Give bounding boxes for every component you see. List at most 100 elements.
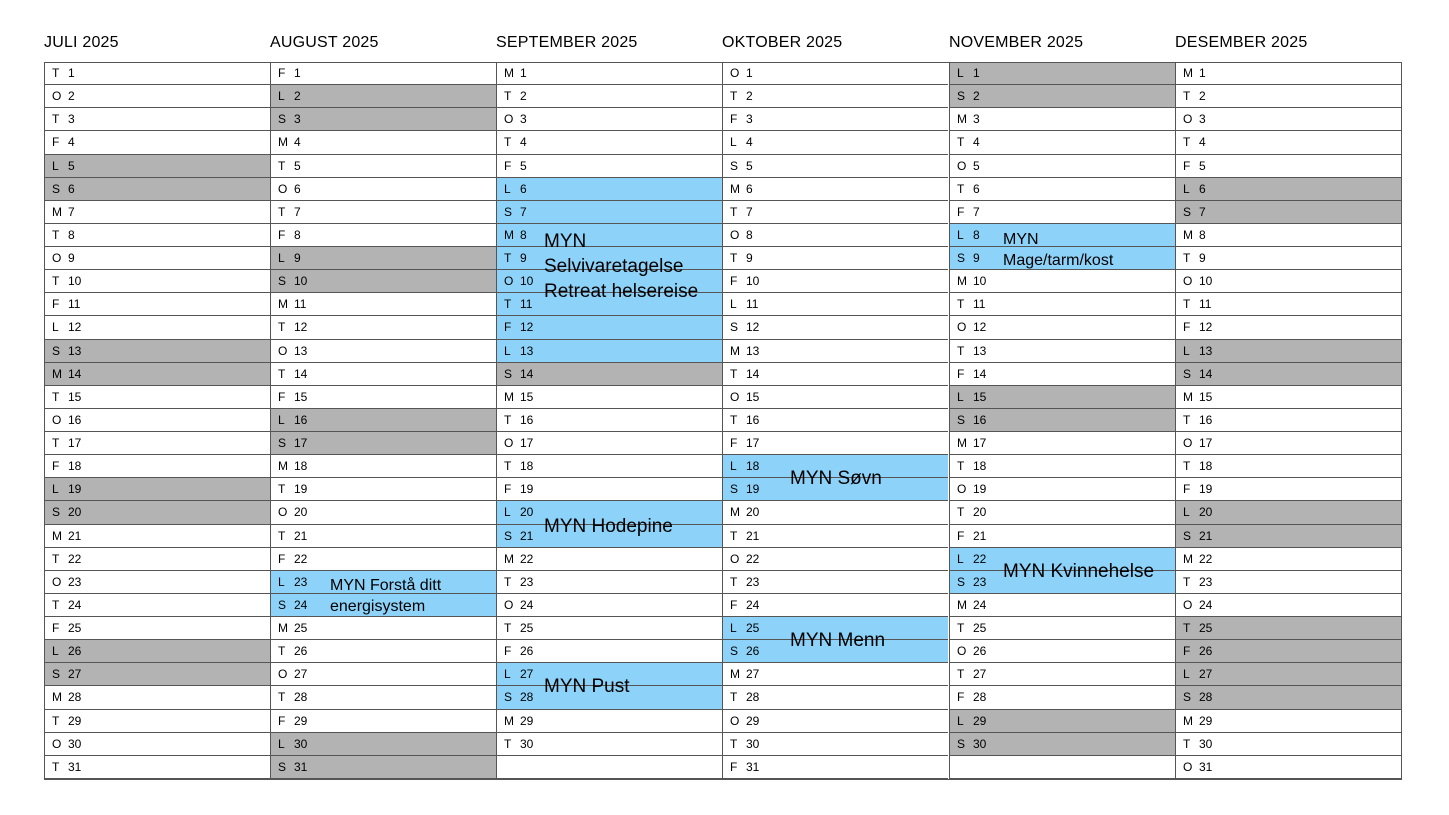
day-cell[interactable] — [496, 755, 722, 779]
event-label-hodepine[interactable]: MYN Hodepine — [544, 516, 673, 537]
event-label-kvinnehelse[interactable]: MYN Kvinnehelse — [1003, 561, 1155, 582]
event-label-sovn[interactable]: MYN Søvn — [790, 468, 882, 489]
event-label-retreat[interactable]: MYN Selvivaretagelse Retreat helsereise — [544, 231, 699, 302]
event-label-forsta[interactable]: MYN Forstå ditt energisystem — [330, 577, 442, 615]
event-label-menn[interactable]: MYN Menn — [790, 630, 886, 651]
event-label-pust[interactable]: MYN Pust — [544, 676, 630, 697]
day-cell[interactable] — [949, 755, 1175, 779]
